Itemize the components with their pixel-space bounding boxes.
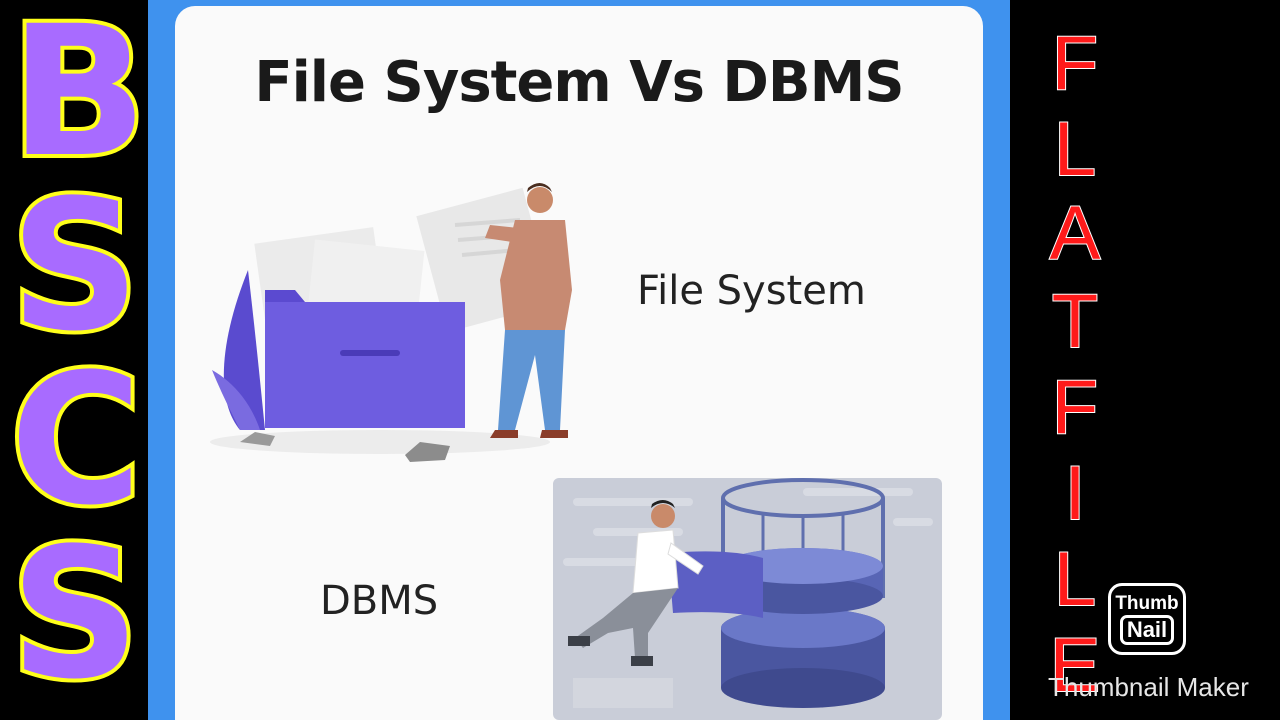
- dbms-illustration: [553, 478, 942, 720]
- file-system-label: File System: [637, 268, 866, 314]
- right-letter-l-2: L: [1053, 537, 1097, 622]
- right-letter-i: I: [1063, 451, 1086, 536]
- banner-letter-c: C: [6, 336, 146, 545]
- right-letter-t: T: [1051, 279, 1099, 364]
- banner-letter-s-2: S: [6, 510, 144, 719]
- logo-line-1: Thumb: [1115, 593, 1179, 614]
- thumbnail-maker-logo-icon: Thumb Nail: [1108, 583, 1186, 655]
- right-letter-e: E: [1049, 628, 1102, 708]
- banner-letter-b: B: [6, 0, 151, 197]
- right-letter-f: F: [1051, 21, 1099, 106]
- right-letter-a: A: [1049, 191, 1102, 276]
- file-system-illustration: [210, 183, 572, 462]
- right-letter-l: L: [1053, 107, 1097, 192]
- banner-letter-s: S: [6, 162, 144, 371]
- left-banner: B S C S: [0, 0, 151, 720]
- logo-line-2: Nail: [1119, 615, 1175, 645]
- watermark-text: Thumbnail Maker: [1048, 672, 1249, 702]
- slide-title: File System Vs DBMS: [254, 50, 904, 115]
- right-letter-f-2: F: [1051, 365, 1099, 450]
- dbms-label: DBMS: [320, 578, 439, 624]
